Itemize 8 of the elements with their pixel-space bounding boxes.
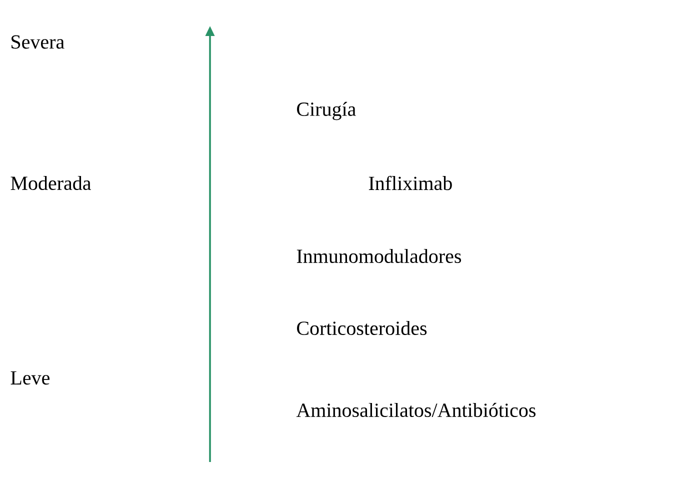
treatment-label: Aminosalicilatos/Antibióticos [296,402,536,418]
severity-label: Moderada [10,176,91,190]
treatment-label: Infliximab [368,176,452,190]
treatment-label: Corticosteroides [297,320,427,336]
treatment-label: Cirugía [297,102,356,120]
severity-label: Leve [10,371,50,385]
severity-label: Severa [12,35,64,49]
treatment-label: Inmunomoduladores [296,248,462,264]
